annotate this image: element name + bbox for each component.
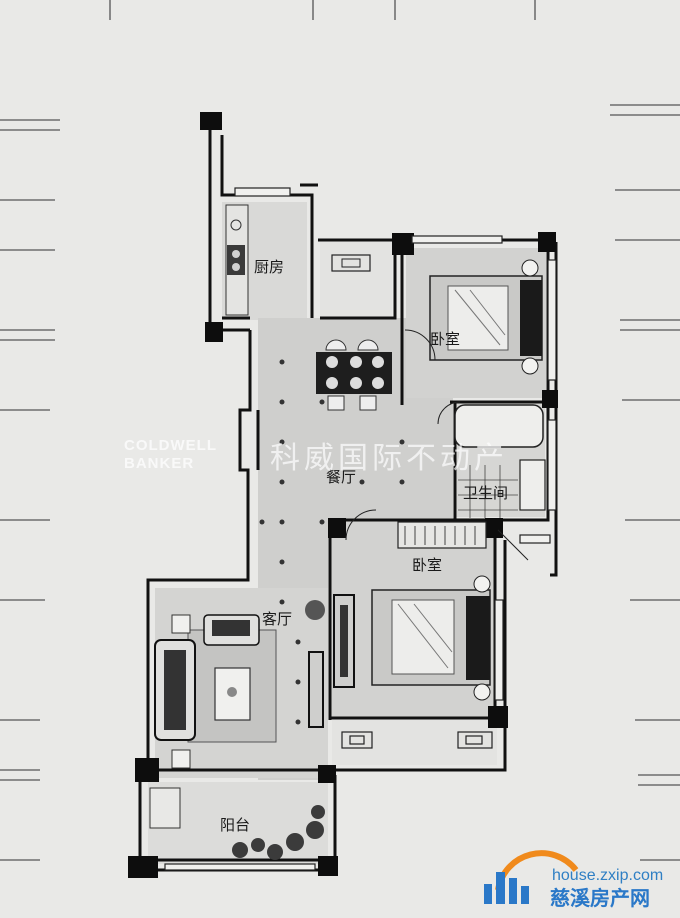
dimension-lines (0, 0, 680, 861)
tv-cabinet-icon (308, 651, 324, 728)
label-second-bedroom: 卧室 (412, 556, 442, 574)
watermark-company: 科威国际不动产 (270, 441, 508, 476)
room-labels: 厨房 卧室 餐厅 卫生间 卧室 客厅 阳台 (220, 258, 508, 834)
side-table-icon (171, 614, 191, 634)
double-bed-icon-2 (371, 575, 491, 701)
windows (164, 187, 557, 871)
living-furniture (154, 600, 325, 769)
site-badge: house.zxip.com 慈溪房产网 (484, 850, 663, 910)
double-bed-icon (429, 259, 543, 375)
balcony-plants-icon (232, 805, 325, 860)
watermark: COLDWELL BANKER 科威国际不动产 (124, 437, 508, 476)
side-table-icon-2 (171, 749, 191, 769)
balcony-counter (149, 787, 181, 829)
dining-table-icon (316, 339, 392, 411)
label-living-room: 客厅 (262, 610, 292, 628)
stove-icon (227, 245, 245, 275)
plant-icon (305, 600, 325, 620)
columns (128, 112, 558, 878)
wardrobe-icon (397, 521, 487, 549)
label-master-bedroom: 卧室 (430, 330, 460, 348)
sink-icon (230, 219, 242, 231)
desk-icon (333, 594, 355, 688)
bathroom-tiles (458, 465, 518, 518)
toilet-icon (519, 459, 546, 511)
watermark-brand-line1: COLDWELL (124, 437, 217, 454)
label-bathroom: 卫生间 (463, 484, 508, 502)
bathtub-icon (454, 404, 544, 448)
kitchen-fixtures (225, 204, 249, 316)
label-kitchen: 厨房 (254, 258, 284, 276)
cabinet-icon (331, 254, 371, 272)
closet-cabinets (341, 731, 493, 749)
closet-strip (332, 720, 497, 765)
doors (345, 329, 529, 561)
site-url: house.zxip.com (552, 867, 663, 884)
storage-room (320, 240, 392, 318)
watermark-brand-line2: BANKER (124, 455, 194, 472)
site-name: 慈溪房产网 (550, 886, 650, 910)
label-dining-room: 餐厅 (326, 468, 356, 486)
label-balcony: 阳台 (220, 816, 250, 834)
